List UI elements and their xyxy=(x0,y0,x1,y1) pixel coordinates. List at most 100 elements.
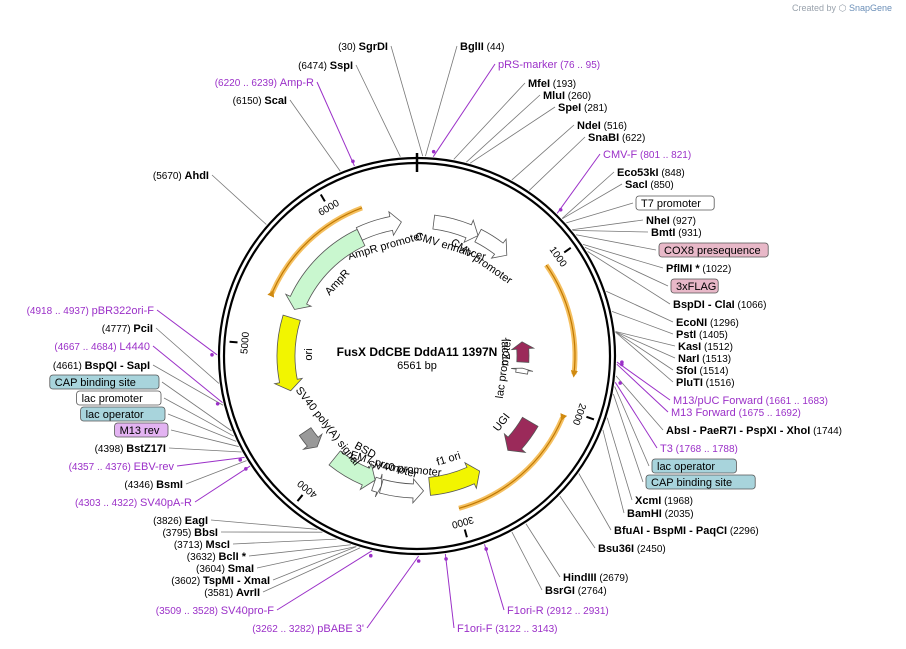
site-label-snabi: SnaBI (622) xyxy=(588,132,645,144)
snapgene-logo-icon: ⬡ xyxy=(838,3,847,13)
label-part-2764: (2764) xyxy=(575,586,607,597)
label-part-amp-r: Amp-R xyxy=(280,77,314,89)
site-label-kasi: KasI (1512) xyxy=(678,341,733,353)
label-text-pcii: (4777) PciI xyxy=(102,323,153,335)
label-part-cmv-f: CMV-F xyxy=(603,149,638,161)
feature-sv40-poly-a-signal xyxy=(298,427,323,450)
site-label-bcli: (3632) BclI * xyxy=(187,551,247,563)
label-part-2035: (2035) xyxy=(662,509,694,520)
primer-site-sv40pro-f xyxy=(368,553,373,558)
label-part-bamhi: BamHI xyxy=(627,508,662,520)
leader-lac-operator xyxy=(614,386,650,467)
site-label-ndei: NdeI (516) xyxy=(577,120,627,132)
feature-cmv-promoter xyxy=(474,228,508,259)
label-text-nhei: NheI (927) xyxy=(646,215,696,227)
label-part-4918-4937: (4918 .. 4937) xyxy=(27,306,92,317)
label-part-1296: (1296) xyxy=(707,318,739,329)
site-label-sv40pa-r: (4303 .. 4322) SV40pA-R xyxy=(75,497,192,509)
label-part-t3: T3 xyxy=(660,443,673,455)
snapgene-credit: Created by ⬡ SnapGene xyxy=(792,3,892,14)
label-part-4661: (4661) xyxy=(53,361,85,372)
site-label-eagi: (3826) EagI xyxy=(153,515,208,527)
site-label-ebv-rev: (4357 .. 4376) EBV-rev xyxy=(69,461,175,473)
site-label-m13-puc-forward: M13/pUC Forward (1661 .. 1683) xyxy=(673,395,828,407)
box-text-lac-promoter: lac promoter xyxy=(82,393,143,405)
feature-sv40-promoter xyxy=(378,477,425,505)
site-label-bmti: BmtI (931) xyxy=(651,227,702,239)
label-text-snabi: SnaBI (622) xyxy=(588,132,645,144)
label-text-f1ori-r: F1ori-R (2912 .. 2931) xyxy=(507,605,609,617)
leader-lac-promoter xyxy=(163,397,234,437)
leader-cap-binding-site xyxy=(161,381,232,432)
box-lac-operator xyxy=(651,458,737,474)
feature-ori xyxy=(273,314,304,392)
label-part-absi: AbsI xyxy=(666,425,690,437)
label-part-paqci: PaqCI xyxy=(696,525,727,537)
label-part-paer7i: PaeR7I xyxy=(700,425,737,437)
site-label-bglii: BglII (44) xyxy=(460,41,504,53)
label-part-1968: (1968) xyxy=(661,496,693,507)
label-part-1066: (1066) xyxy=(735,300,767,311)
site-label-psti: PstI (1405) xyxy=(676,329,728,341)
box-m13-rev xyxy=(114,422,169,438)
site-label-f1ori-f: F1ori-F (3122 .. 3143) xyxy=(457,623,558,635)
label-text-bglii: BglII (44) xyxy=(460,41,504,53)
label-part-1512: (1512) xyxy=(701,342,733,353)
box-text-3xflag: 3xFLAG xyxy=(676,281,716,293)
label-text-xcmi: XcmI (1968) xyxy=(635,495,693,507)
leader-pluti xyxy=(615,331,674,383)
site-label-eco53ki: Eco53kI (848) xyxy=(617,167,685,179)
site-label-f1ori-r: F1ori-R (2912 .. 2931) xyxy=(507,605,609,617)
label-part-3713: (3713) xyxy=(174,540,206,551)
primer-site-cmv-f xyxy=(558,207,563,212)
label-part-1516: (1516) xyxy=(703,378,735,389)
label-part-m13-forward: M13 Forward xyxy=(671,407,736,419)
plasmid-size: 6561 bp xyxy=(397,360,437,372)
label-text-kasi: KasI (1512) xyxy=(678,341,733,353)
label-text-psti: PstI (1405) xyxy=(676,329,728,341)
label-text-cmv-f: CMV-F (801 .. 821) xyxy=(603,149,691,161)
site-label-lac-promoter: lac promoter xyxy=(76,390,162,406)
leader-sv40pro-f xyxy=(276,550,373,611)
leader-bcli xyxy=(248,544,351,557)
orf-arc-line-2 xyxy=(267,207,363,298)
site-label-prs-marker: pRS-marker (76 .. 95) xyxy=(498,59,600,71)
label-part-bspqi: BspQI xyxy=(85,360,117,372)
site-label-tspmi: (3602) TspMI - XmaI xyxy=(171,575,270,587)
label-part-tspmi: TspMI xyxy=(203,575,234,587)
label-part-eco53ki: Eco53kI xyxy=(617,167,659,179)
label-part-ahdi: AhdI xyxy=(185,170,209,182)
leader-m13-forward xyxy=(616,363,669,413)
leader-smai xyxy=(256,546,357,569)
leader-bsu36i xyxy=(559,495,596,549)
label-part-mfei: MfeI xyxy=(528,78,550,90)
label-text-pluti: PluTI (1516) xyxy=(676,377,735,389)
site-label-cap-binding-site: CAP binding site xyxy=(645,474,756,490)
site-label-bamhi: BamHI (2035) xyxy=(627,508,694,520)
feature-ampr xyxy=(284,228,366,310)
label-part-260: (260) xyxy=(565,91,591,102)
leader-bfuai xyxy=(578,473,612,531)
site-label-lac-operator: lac operator xyxy=(80,406,166,422)
primer-site-t3 xyxy=(618,381,623,385)
site-label-mlui: MluI (260) xyxy=(543,90,591,102)
label-text-avrii: (3581) AvrII xyxy=(204,587,260,599)
label-part-psti: PstI xyxy=(676,329,696,341)
orf-arc-line-1 xyxy=(458,413,568,509)
label-part-saci: SacI xyxy=(625,179,648,191)
leader-pflmi xyxy=(582,244,664,269)
box-lac-promoter xyxy=(76,390,162,406)
label-part-1513: (1513) xyxy=(699,354,731,365)
label-part-kasi: KasI xyxy=(678,341,701,353)
feature-label-ugi: UGI xyxy=(491,411,513,434)
site-label-l4440: (4667 .. 4684) L4440 xyxy=(54,341,150,353)
label-part-1022: (1022) xyxy=(700,264,732,275)
label-part-pspxi: PspXI xyxy=(746,425,777,437)
leader-eagi xyxy=(210,519,318,530)
site-label-scai: (6150) ScaI xyxy=(233,95,287,107)
feature-ugi xyxy=(503,416,539,453)
label-part-: - xyxy=(736,425,746,437)
label-part-bsu36i: Bsu36I xyxy=(598,543,634,555)
box-text-m13-rev: M13 rev xyxy=(120,425,160,437)
label-part-5670: (5670) xyxy=(153,171,185,182)
